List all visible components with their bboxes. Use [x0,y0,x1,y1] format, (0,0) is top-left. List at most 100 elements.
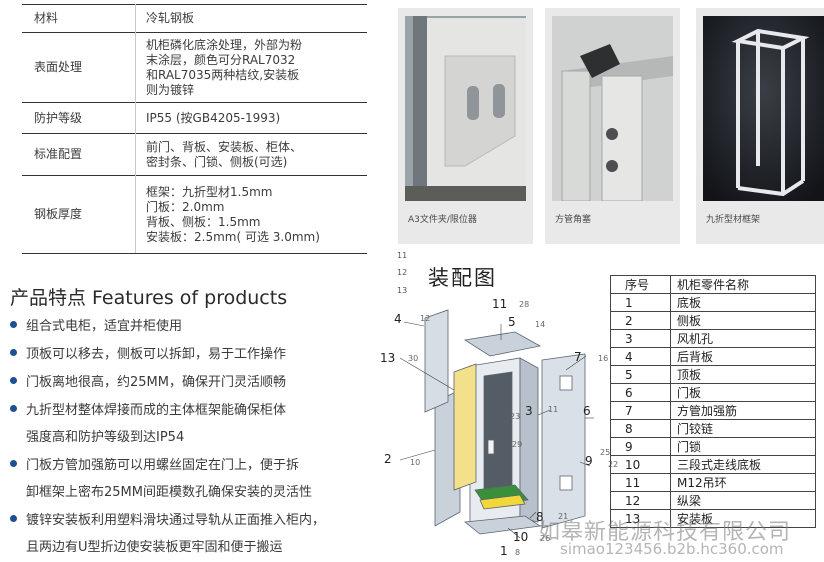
part-name: 安装板 [670,509,816,528]
part-no: 13 [610,509,671,528]
feature-line: 镀锌安装板利用塑料滑块通过导轨从正面推入柜内， [10,507,325,535]
spec-row: 防护等级 IP55 (按GB4205-1993) [22,102,367,134]
part-name: 方管加强筋 [670,401,816,420]
part-name: 门板 [670,383,816,402]
part-name: 顶板 [670,365,816,384]
feature-line: 门板离地很高，约25MM，确保开门灵活顺畅 [10,369,286,397]
spec-value: IP55 (按GB4205-1993) [135,102,367,134]
exploded-cabinet-diagram [399,309,594,539]
callout-label: 10 [513,530,529,544]
bullet-icon [10,405,17,412]
part-name: 门铰链 [670,419,816,438]
spec-label: 防护等级 [22,102,136,134]
callout-label-small: 21 [558,512,569,521]
part-no: 11 [610,473,671,492]
part-no: 6 [610,383,671,402]
file-holder-photo [405,16,526,201]
spec-label: 材料 [22,4,136,33]
part-no: 8 [610,419,671,438]
callout-label-small: 28 [519,300,530,309]
spec-value: 机柜磷化底涂处理，外部为粉 末涂层，颜色可分RAL7032 和RAL7035两种… [135,32,367,103]
spec-label: 标准配置 [22,133,136,176]
callout-label-small: 14 [535,320,546,329]
callout-label-small: 30 [408,354,419,363]
callout-label-small: 23 [510,412,521,421]
callout-label-small: 8 [515,548,521,557]
callout-label: 11 [492,297,508,311]
part-no: 1 [610,293,671,312]
spec-row: 标准配置 前门、背板、安装板、柜体、 密封条、门锁、侧板(可选) [22,133,367,176]
part-name: 门锁 [670,437,816,456]
side-number: 12 [397,268,408,277]
callout-label-small: 29 [512,440,523,449]
photo-caption: 方管角塞 [555,215,592,225]
part-no: 10 [610,455,671,474]
callout-label: 2 [384,452,392,466]
side-number: 11 [397,251,408,260]
part-no: 4 [610,347,671,366]
frame-photo [703,16,824,201]
part-no: 2 [610,311,671,330]
callout-label: 6 [583,404,591,418]
feature-line: 顶板可以移去，侧板可以拆卸，易于工作操作 [10,341,286,369]
feature-line: 组合式电柜，适宜并柜使用 [10,313,182,341]
callout-label: 7 [574,350,582,364]
callout-label: 5 [508,315,516,329]
side-number: 13 [397,286,408,295]
part-no: 7 [610,401,671,420]
callout-label-small: 26 [540,534,551,543]
part-no: 9 [610,437,671,456]
corner-plug-photo [552,16,673,201]
bullet-icon [10,377,17,384]
part-name: M12吊环 [670,473,816,492]
spec-value: 冷轧钢板 [135,4,367,33]
callout-label: 8 [536,510,544,524]
spec-value: 框架：九折型材1.5mm 门板：2.0mm 背板、侧板：1.5mm 安装板：2.… [135,175,367,254]
part-name: 底板 [670,293,816,312]
feature-line: 卸框架上密布25MM间距模数孔确保安装的灵活性 [26,485,312,500]
part-name: 后背板 [670,347,816,366]
callout-label: 4 [394,312,402,326]
part-no: 12 [610,491,671,510]
bullet-icon [10,321,17,328]
assembly-title: 装配图 [428,266,497,290]
parts-table-header: 序号 机柜零件名称 [610,275,816,294]
photo-card-frame: 九折型材框架 [696,8,824,244]
spec-value: 前门、背板、安装板、柜体、 密封条、门锁、侧板(可选) [135,133,367,176]
callout-label-small: 25 [600,448,611,457]
part-name: 三段式走线底板 [670,455,816,474]
spec-row: 表面处理 机柜磷化底涂处理，外部为粉 末涂层，颜色可分RAL7032 和RAL7… [22,32,367,103]
callout-label: 13 [380,351,396,365]
callout-label-small: 11 [548,405,559,414]
callout-label: 3 [525,404,533,418]
part-no: 3 [610,329,671,348]
callout-label-small: 16 [598,354,609,363]
bullet-icon [10,460,17,467]
callout-label: 9 [585,454,593,468]
photo-caption: 九折型材框架 [706,215,761,225]
parts-header-name: 机柜零件名称 [670,275,816,294]
spec-label: 表面处理 [22,32,136,103]
spec-row: 材料 冷轧钢板 [22,4,367,33]
spec-table: 材料 冷轧钢板 表面处理 机柜磷化底涂处理，外部为粉 末涂层，颜色可分RAL70… [22,4,367,254]
feature-line: 且两边有U型折边使安装板更牢固和便于搬运 [26,540,283,555]
callout-label-small: 10 [410,458,421,467]
bullet-icon [10,515,17,522]
part-no: 5 [610,365,671,384]
part-name: 侧板 [670,311,816,330]
callout-label-small: 12 [420,314,431,323]
parts-header-no: 序号 [610,275,671,294]
part-name: 风机孔 [670,329,816,348]
